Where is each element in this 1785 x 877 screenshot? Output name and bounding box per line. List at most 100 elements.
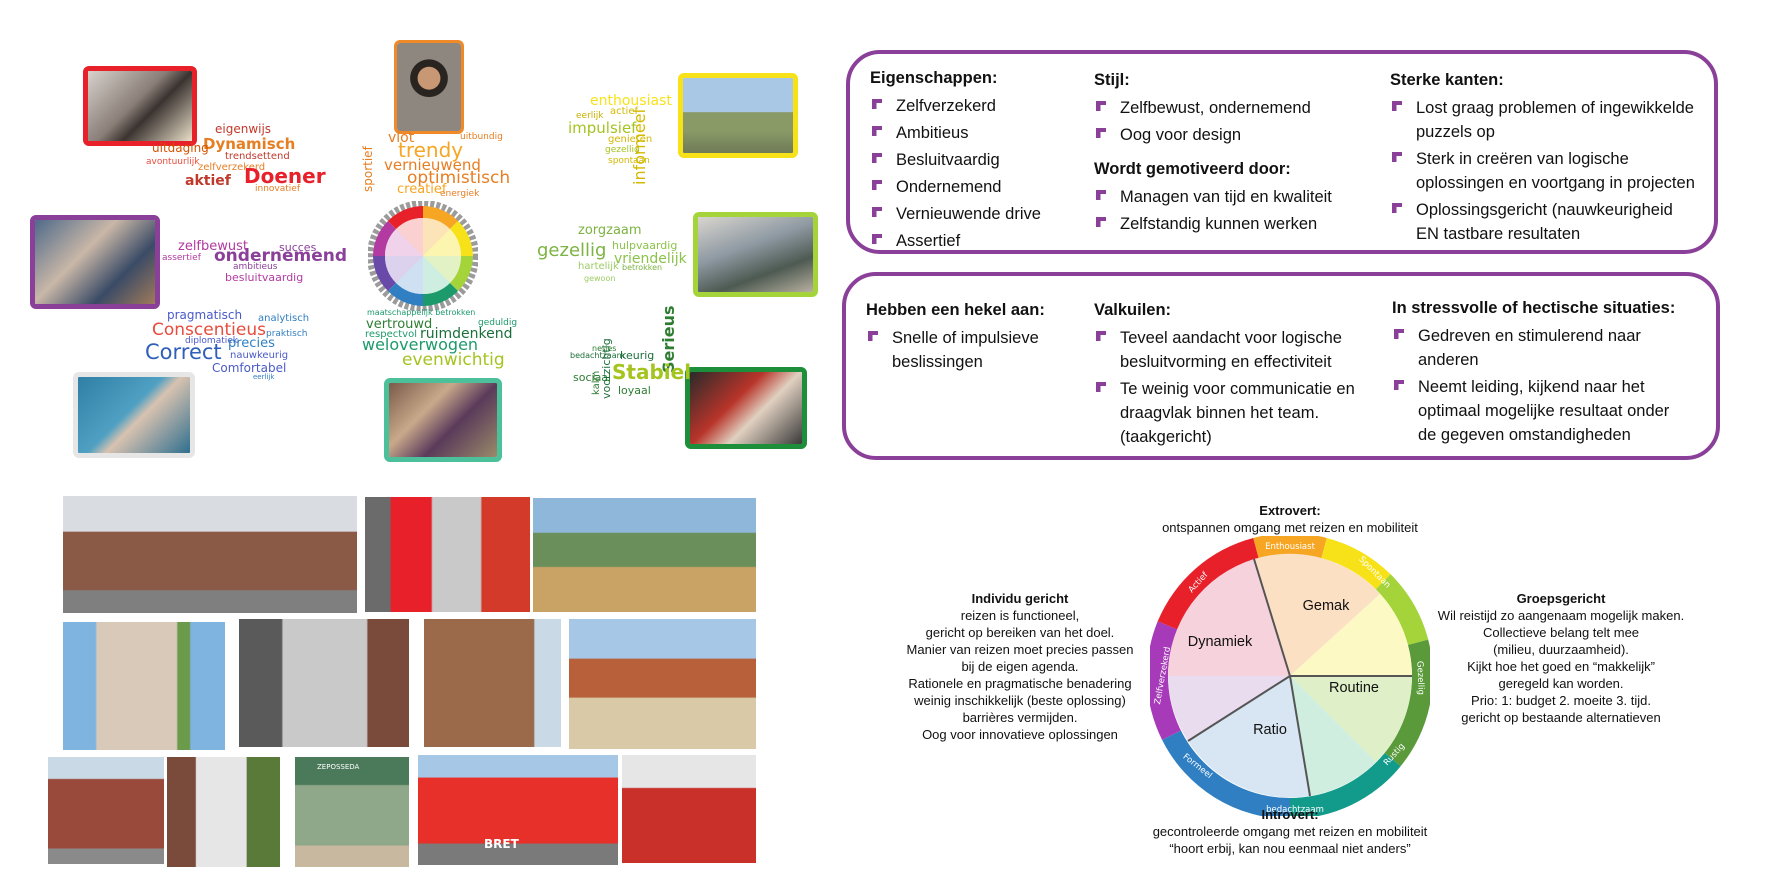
- caption-line: Wil reistijd zo aangenaam mogelijk maken…: [1437, 608, 1685, 623]
- word: innovatief: [255, 184, 300, 194]
- persona-photo-green: [685, 367, 807, 449]
- photo-container-building: BRET: [418, 755, 618, 865]
- word: praktisch: [266, 329, 308, 339]
- bullet-list: Lost graag problemen of ingewikkelde puz…: [1390, 96, 1700, 246]
- caption-text: “hoort erbij, kan nou eenmaal niet ander…: [1169, 841, 1411, 856]
- list-item: Besluitvaardig: [870, 148, 1080, 172]
- column-eigenschappen: Eigenschappen: Zelfverzekerd Ambitieus B…: [870, 66, 1080, 256]
- photo-white-door: [167, 757, 280, 867]
- building-sign: BRET: [484, 837, 519, 851]
- sector-routine-b: [1290, 676, 1376, 796]
- ring-label: Gezellig: [1414, 661, 1425, 695]
- wheel-inner-sectors: [1167, 553, 1412, 798]
- word: genieten: [608, 134, 653, 145]
- word: vlot: [388, 130, 415, 146]
- list-item: Assertief: [870, 229, 1080, 253]
- word: netjes: [592, 344, 617, 353]
- column-stress: In stressvolle of hectische situaties: G…: [1392, 296, 1692, 450]
- photo-terrace: [569, 619, 756, 749]
- bullet-list: Teveel aandacht voor logische besluitvor…: [1094, 326, 1369, 449]
- word: trendy: [398, 138, 464, 162]
- word: zorgzaam: [578, 223, 642, 238]
- word: energiek: [440, 189, 480, 199]
- list-item: Oog voor design: [1094, 123, 1364, 147]
- word: evenwichtig: [402, 350, 505, 370]
- photo-green-tower: [63, 622, 225, 750]
- persona-photo-lime: [693, 212, 818, 297]
- column-title: In stressvolle of hectische situaties:: [1392, 299, 1676, 317]
- list-item: Zelfverzekerd: [870, 94, 1080, 118]
- word: aktief: [185, 173, 231, 189]
- word: sociaal: [573, 371, 612, 384]
- word: impulsief: [568, 119, 637, 137]
- caption-line: Kijkt hoe het goed en “makkelijk”: [1467, 659, 1655, 674]
- word: pragmatisch: [167, 308, 243, 322]
- word: gezellig: [605, 145, 640, 155]
- column-valkuilen: Valkuilen: Teveel aandacht voor logische…: [1094, 298, 1369, 452]
- word: ruimdenkend: [420, 326, 513, 342]
- caption-line: Oog voor innovatieve oplossingen: [922, 727, 1118, 742]
- caption-title: Introvert:: [1261, 807, 1319, 822]
- persona-photo-purple: [30, 215, 160, 309]
- word: analytisch: [258, 313, 310, 324]
- word: sportief: [361, 146, 375, 192]
- caption-title: Individu gericht: [971, 591, 1069, 606]
- photo-red-facade: [365, 497, 530, 612]
- caption-line: Manier van reizen moet precies passen: [906, 642, 1134, 657]
- sector-ratio: [1188, 676, 1310, 798]
- column-sterke-kanten: Sterke kanten: Lost graag problemen of i…: [1390, 68, 1700, 249]
- word: actief: [610, 106, 638, 117]
- column-title: Sterke kanten:: [1390, 71, 1504, 89]
- caption-line: (milieu, duurzaamheid).: [1493, 642, 1629, 657]
- caption-text: ontspannen omgang met reizen en mobilite…: [1162, 520, 1418, 535]
- word: gezellig: [537, 240, 607, 261]
- bullet-list: Zelfverzekerd Ambitieus Besluitvaardig O…: [870, 94, 1080, 253]
- photo-row-houses: [48, 757, 164, 864]
- word: eerlijk: [576, 111, 604, 121]
- bullet-list: Managen van tijd en kwaliteit Zelfstandi…: [1094, 185, 1364, 236]
- photo-red-bike-lane: [622, 755, 756, 863]
- caption-line: Rationele en pragmatische benadering: [908, 676, 1132, 691]
- sector-gemak-b: [1290, 594, 1412, 676]
- word: nauwkeurig: [230, 350, 289, 361]
- sector-ratio-b: [1168, 676, 1290, 741]
- word: Stabiel: [612, 360, 692, 384]
- word: Dynamisch: [203, 135, 296, 153]
- caption-text: gecontroleerde omgang met reizen en mobi…: [1152, 824, 1428, 839]
- quadrant-label: Dynamiek: [1188, 634, 1253, 650]
- word: succes: [279, 241, 317, 254]
- list-item: Neemt leiding, kijkend naar het optimaal…: [1392, 375, 1692, 447]
- word: eerlijk: [253, 373, 275, 381]
- caption-line: barrières vermijden.: [962, 710, 1078, 725]
- word: gewoon: [584, 274, 616, 283]
- ring-label: bedachtzaam: [1266, 805, 1324, 815]
- word: keurig: [620, 349, 655, 362]
- word: zelfbewust: [178, 239, 249, 254]
- small-color-wheel: [368, 201, 478, 311]
- word: informeel: [630, 108, 649, 185]
- word: betrokken: [622, 263, 663, 272]
- mobility-personality-wheel: Enthousiast Spontaan Gezellig Rustig bed…: [1150, 536, 1430, 816]
- bullet-list: Gedreven en stimulerend naar anderen Nee…: [1392, 324, 1692, 447]
- profile-panel-bottom: [842, 272, 1720, 460]
- word: precies: [228, 336, 275, 351]
- caption-individu: Individu gericht reizen is functioneel, …: [900, 590, 1140, 743]
- word: vernieuwend: [384, 156, 481, 174]
- word: enthousiast: [590, 93, 672, 109]
- photo-courtyard: [239, 619, 409, 747]
- wheel-quadrant-labels: Gemak Routine Ratio Dynamiek: [1188, 598, 1379, 738]
- list-item: Teveel aandacht voor logische besluitvor…: [1094, 326, 1369, 374]
- word: spontaan: [608, 156, 650, 166]
- list-item: Managen van tijd en kwaliteit: [1094, 185, 1364, 209]
- column-stijl: Stijl: Zelfbewust, ondernemend Oog voor …: [1094, 68, 1364, 239]
- column-title: Stijl:: [1094, 71, 1130, 89]
- word: maatschappelijk betrokken: [367, 308, 476, 317]
- word: geduldig: [478, 318, 518, 328]
- list-item: Snelle of impulsieve beslissingen: [866, 326, 1086, 374]
- shop-sign: ZEPOSSEDA: [317, 763, 360, 771]
- word: assertief: [162, 253, 201, 263]
- persona-photo-blue: [73, 372, 195, 458]
- word: Conscentieus: [152, 320, 266, 340]
- profile-panel-top: [846, 50, 1718, 254]
- caption-line: bij de eigen agenda.: [961, 659, 1079, 674]
